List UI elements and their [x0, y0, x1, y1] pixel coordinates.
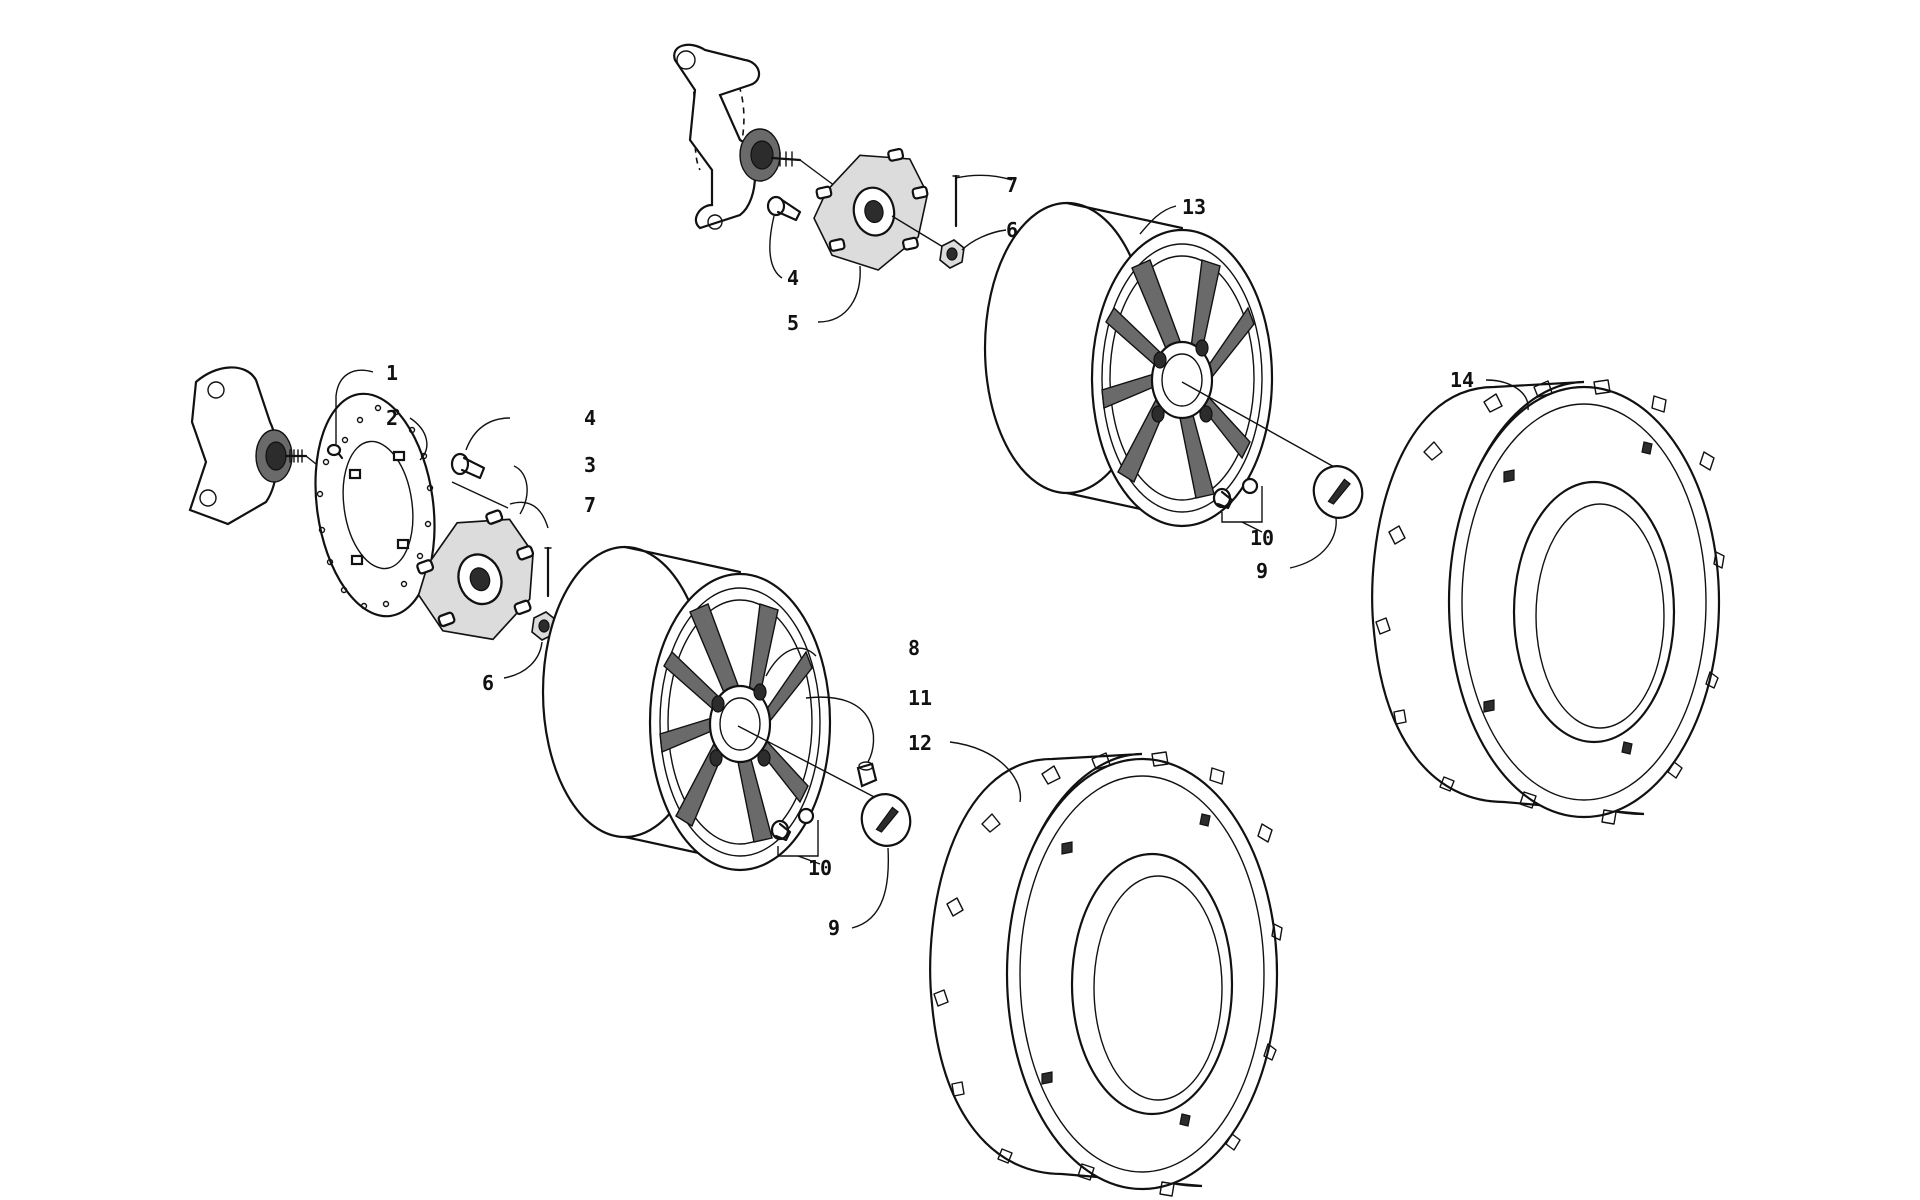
upper-rim-axis-line	[1181, 381, 1337, 469]
callout-9-lower: 9	[828, 916, 840, 940]
callout-8: 8	[908, 636, 920, 660]
callout-6-upper: 6	[1006, 218, 1018, 242]
brake-disc-bolt	[326, 443, 344, 460]
lower-wheel-rim	[541, 545, 832, 872]
upper-tire	[1371, 378, 1726, 826]
callout-leaders	[335, 174, 1529, 929]
callout-2: 2	[386, 406, 398, 430]
callout-10-lower: 10	[808, 856, 832, 880]
lower-steering-knuckle	[188, 366, 308, 526]
upper-valve-stem	[1212, 477, 1259, 510]
lower-wheel-cap	[854, 786, 918, 854]
brake-disc	[314, 392, 436, 618]
callout-7-upper: 7	[1006, 173, 1018, 197]
lower-cotter-pin	[544, 546, 552, 598]
callout-11: 11	[908, 686, 932, 710]
callout-10-upper: 10	[1250, 526, 1274, 550]
callout-9-upper: 9	[1256, 559, 1268, 583]
upper-wheel-hub	[802, 142, 942, 282]
upper-wheel-rim	[983, 201, 1274, 528]
upper-steering-knuckle	[673, 43, 802, 230]
callout-5: 5	[787, 311, 799, 335]
callout-4-lower: 4	[584, 406, 596, 430]
callout-13: 13	[1182, 195, 1206, 219]
upper-hub-bolt	[766, 195, 802, 222]
callout-3: 3	[584, 453, 596, 477]
lower-rim-axis-line	[737, 725, 881, 801]
callout-1: 1	[386, 361, 398, 385]
lug-nut	[856, 761, 878, 788]
lower-hub-bolt	[450, 452, 486, 480]
callout-7-lower: 7	[584, 493, 596, 517]
upper-hub-axle-line	[891, 215, 949, 251]
upper-cotter-pin	[952, 174, 960, 228]
callout-4-upper: 4	[787, 266, 799, 290]
upper-castle-nut	[939, 239, 965, 269]
callout-6-lower: 6	[482, 671, 494, 695]
callout-12: 12	[908, 731, 932, 755]
callout-14: 14	[1450, 368, 1474, 392]
callout-labels: 1 2 3 4 4 5 6 6 7 7 8 9 9 10 10 11 12 13…	[386, 173, 1474, 940]
upper-wheel-cap	[1306, 458, 1370, 526]
lower-tire	[929, 750, 1284, 1198]
lower-valve-stem	[770, 807, 815, 842]
